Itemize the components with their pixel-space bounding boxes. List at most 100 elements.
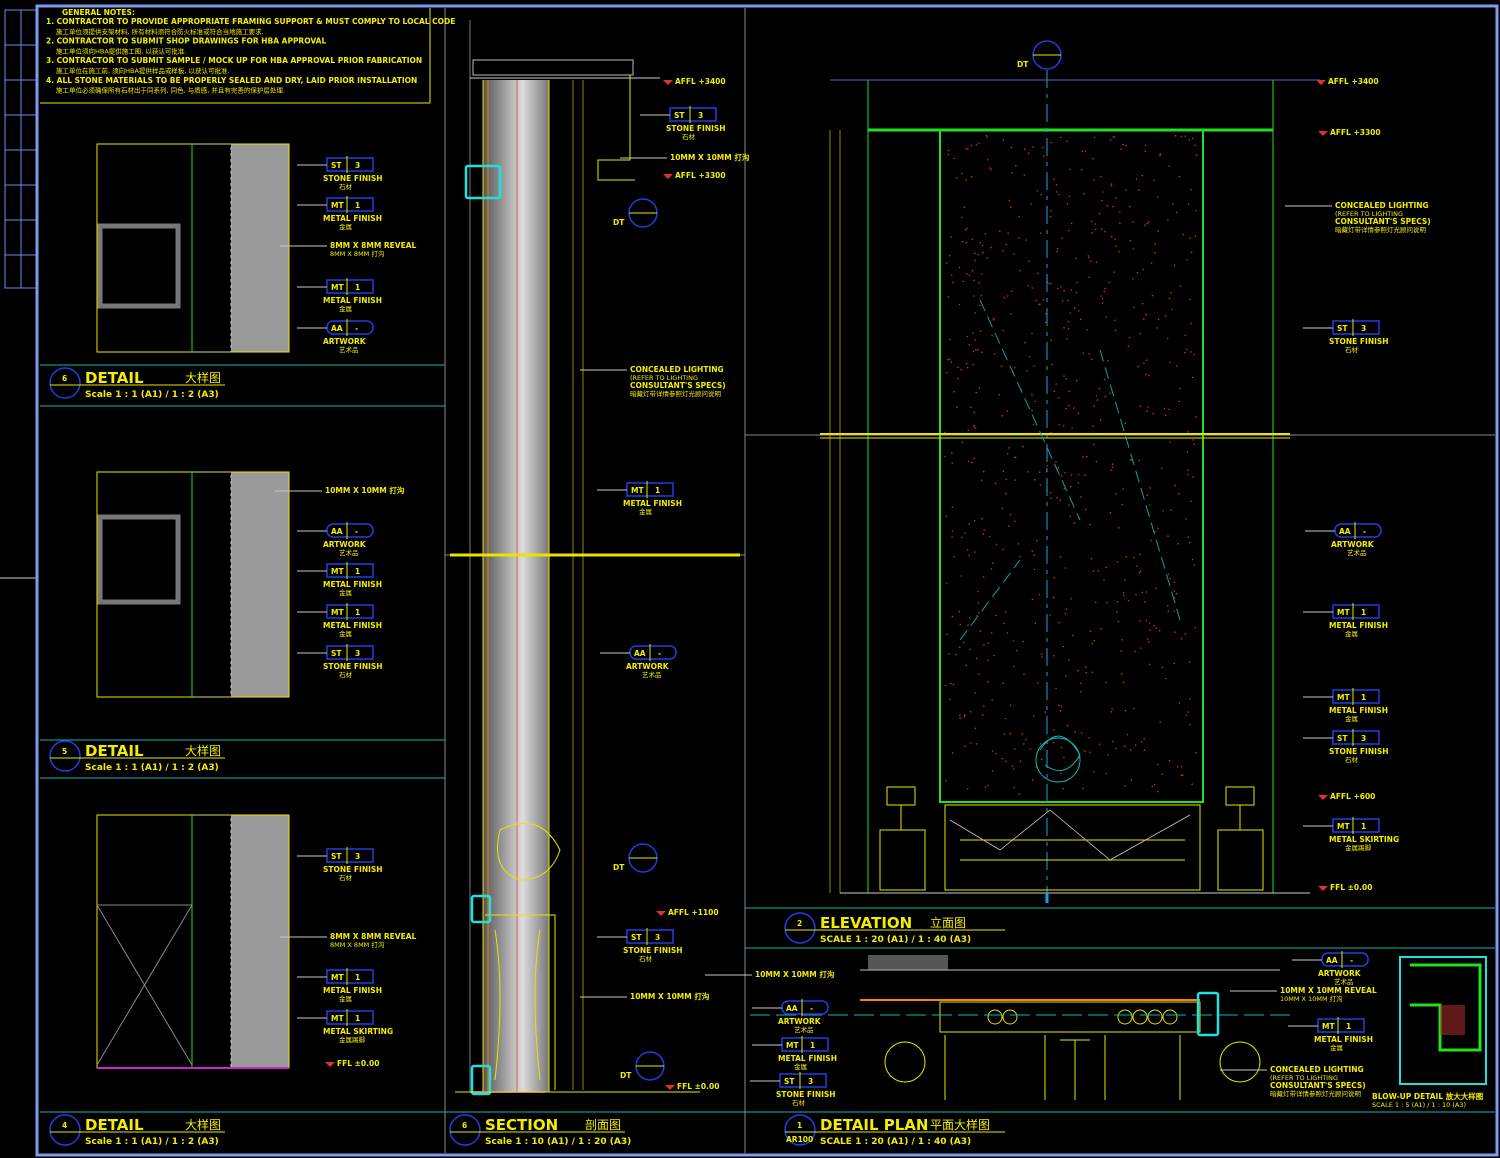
detail-callout[interactable]: DT — [613, 198, 658, 228]
tag-code: ST — [331, 649, 342, 658]
annotation-note: CONCEALED LIGHTING — [1270, 1065, 1364, 1074]
dt-label: DT — [613, 863, 625, 872]
annotation-note: 10MM X 10MM 打沟 — [630, 991, 710, 1001]
tag-code: ST — [1337, 734, 1348, 743]
tag-code: AA — [331, 324, 343, 333]
drawing-scale: SCALE 1 : 20 (A1) / 1 : 40 (A3) — [820, 1137, 971, 1147]
tag-label: METAL FINISH — [323, 296, 382, 305]
general-notes: GENERAL NOTES: 1. CONTRACTOR TO PROVIDE … — [40, 8, 455, 104]
dt-label: DT — [1017, 60, 1029, 69]
tag-label-cn: 石材 — [1345, 345, 1359, 354]
annotation-note: 10MM X 10MM 打沟 — [325, 485, 405, 495]
level-marker: FFL ±0.00 — [677, 1082, 719, 1091]
tag-code: MT — [331, 973, 344, 982]
level-marker: AFFL +3400 — [1328, 77, 1379, 86]
tag-code: MT — [331, 1014, 344, 1023]
detail-callout[interactable]: DT — [620, 1051, 665, 1081]
tag-label: ARTWORK — [626, 662, 670, 671]
tag-number: 1 — [655, 486, 660, 495]
sheet-ref: AR100 — [786, 1135, 813, 1144]
tag-code: ST — [331, 161, 342, 170]
tag-code: AA — [1326, 956, 1338, 965]
tag-label: METAL SKIRTING — [1329, 835, 1399, 844]
detail-callout[interactable]: DT — [1017, 40, 1062, 70]
detail-plan-drawing — [750, 955, 1487, 1100]
annotation-note: 8MM X 8MM REVEAL — [330, 932, 417, 941]
note-line: 施工单位在施工前, 须向HBA提供样品或样板, 以获认可批准. — [56, 66, 230, 75]
tag-number: 1 — [810, 1041, 815, 1050]
tag-code: AA — [331, 527, 343, 536]
tag-code: AA — [786, 1004, 798, 1013]
tag-label-cn: 石材 — [682, 132, 696, 141]
tag-number: 1 — [1361, 693, 1366, 702]
tag-code: MT — [331, 283, 344, 292]
tag-label-cn: 艺术品 — [642, 670, 662, 679]
tag-label-cn: 艺术品 — [339, 548, 359, 557]
tag-code: MT — [331, 608, 344, 617]
annotation-note: 10MM X 10MM 打沟 — [755, 969, 835, 979]
annotation-note-sub: 暗藏灯带详情参照灯光顾问说明 — [630, 389, 722, 398]
tag-number: 1 — [355, 201, 360, 210]
drawing-title-cn: 剖面图 — [585, 1118, 621, 1132]
annotation-note-sub: 暗藏灯带详情参照灯光顾问说明 — [1270, 1089, 1362, 1098]
drawing-title-text: DETAIL PLAN — [820, 1116, 928, 1134]
tag-label-cn: 石材 — [1345, 755, 1359, 764]
blowup-title: BLOW-UP DETAIL 放大大样图 — [1372, 1091, 1484, 1101]
drawing-scale: Scale 1 : 1 (A1) / 1 : 2 (A3) — [85, 1137, 219, 1147]
tag-code: MT — [331, 567, 344, 576]
tag-number: 1 — [355, 567, 360, 576]
tag-label: STONE FINISH — [623, 946, 683, 955]
tag-number: 1 — [1361, 608, 1366, 617]
drawing-scale: SCALE 1 : 20 (A1) / 1 : 40 (A3) — [820, 935, 971, 945]
note-line: 施工单位须向HBA提供施工图, 以获认可批准. — [56, 46, 187, 55]
tag-number: - — [658, 649, 661, 658]
tag-code: MT — [331, 201, 344, 210]
drawing-number: 6 — [62, 374, 67, 383]
tag-number: 1 — [1346, 1022, 1351, 1031]
tag-label: METAL FINISH — [323, 621, 382, 630]
drawing-number: 6 — [462, 1121, 467, 1130]
detail-drawings — [96, 143, 545, 1093]
annotation-note: 10MM X 10MM 打沟 — [670, 152, 750, 162]
tag-label-cn: 金属 — [339, 994, 352, 1003]
annotation-note-sub: CONSULTANT'S SPECS) — [1270, 1081, 1366, 1090]
drawing-number-bubble — [784, 912, 816, 944]
detail-callout[interactable]: DT — [613, 843, 658, 873]
tag-number: 1 — [1361, 822, 1366, 831]
tag-label: METAL FINISH — [778, 1054, 837, 1063]
tag-label: ARTWORK — [1318, 969, 1362, 978]
